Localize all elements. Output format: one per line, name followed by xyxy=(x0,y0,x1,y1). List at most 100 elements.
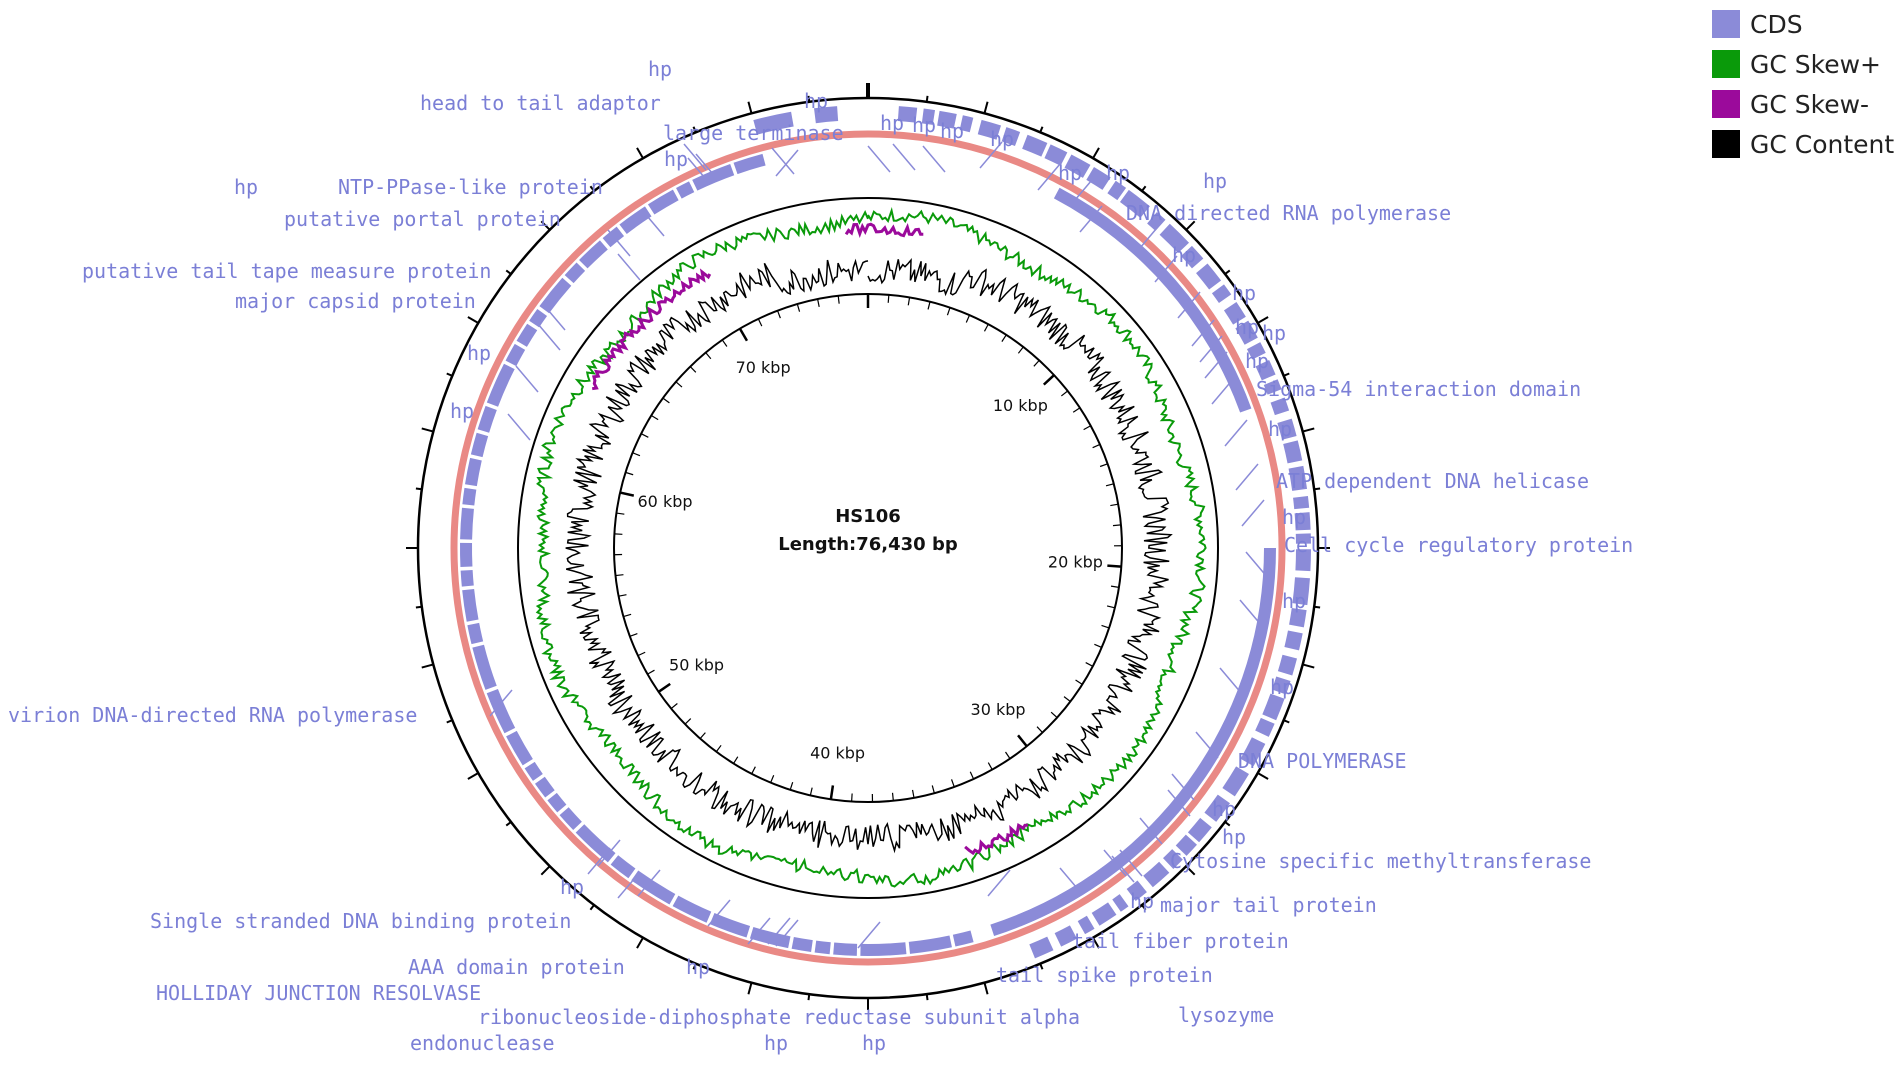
inner-tick xyxy=(928,302,930,310)
outer-tick xyxy=(422,664,434,667)
inner-tick xyxy=(1111,586,1119,587)
inner-tick xyxy=(831,785,833,799)
legend-swatch-gc-content xyxy=(1712,130,1740,158)
cds-forward xyxy=(1278,655,1297,676)
legend-swatch-cds xyxy=(1712,10,1740,38)
cds-reverse xyxy=(462,589,478,622)
gene-label: hp xyxy=(1268,417,1292,441)
inner-tick xyxy=(1037,727,1042,733)
outer-tick xyxy=(927,96,928,102)
inner-tick xyxy=(620,493,634,496)
gene-leader-line xyxy=(988,870,1010,896)
gene-label: hp xyxy=(560,875,584,899)
inner-tick xyxy=(1076,680,1083,684)
outer-tick xyxy=(1093,148,1099,158)
genome-length: Length:76,430 bp xyxy=(778,534,958,555)
gene-label: putative portal protein xyxy=(284,207,561,231)
gene-label: hp xyxy=(1203,169,1227,193)
inner-tick xyxy=(734,757,738,764)
inner-tick xyxy=(1018,347,1023,353)
outer-tick xyxy=(1142,186,1146,191)
inner-tick xyxy=(651,415,658,419)
inner-tick xyxy=(758,319,761,326)
cds-forward xyxy=(1092,902,1117,925)
inner-tick xyxy=(838,296,839,304)
inner-tick xyxy=(1107,566,1121,567)
gene-label: virion DNA-directed RNA polymerase xyxy=(8,703,417,727)
gene-label: hp xyxy=(1212,797,1236,821)
gene-label: major tail protein xyxy=(1160,893,1377,917)
inner-tick xyxy=(1018,735,1027,746)
kbp-tick-label: 40 kbp xyxy=(810,743,865,762)
inner-tick xyxy=(1106,484,1114,486)
inner-tick xyxy=(1107,606,1115,608)
gene-leader-line xyxy=(772,148,794,174)
legend-label-gc-content: GC Content xyxy=(1750,130,1894,159)
outer-tick xyxy=(1303,664,1315,667)
inner-tick xyxy=(648,670,655,674)
gene-label: hp xyxy=(1172,243,1196,267)
inner-tick xyxy=(888,295,889,303)
kbp-tick-label: 70 kbp xyxy=(736,358,791,377)
legend-swatch-gc-skew-minus xyxy=(1712,90,1740,118)
cds-reverse xyxy=(792,937,813,952)
inner-tick xyxy=(633,453,640,456)
outer-tick xyxy=(1040,127,1042,133)
gene-label: hp xyxy=(1282,589,1306,613)
inner-tick xyxy=(626,472,634,474)
inner-tick xyxy=(970,772,973,779)
cds-reverse xyxy=(465,458,482,486)
gc-skew-minus-trace xyxy=(846,224,923,235)
gene-leader-line xyxy=(1236,464,1258,490)
inner-tick xyxy=(1064,697,1070,702)
inner-tick xyxy=(952,779,955,787)
kbp-tick-label: 20 kbp xyxy=(1048,553,1103,572)
gene-label: hp xyxy=(1235,315,1259,339)
inner-tick xyxy=(722,340,727,347)
inner-tick xyxy=(623,614,631,616)
inner-tick xyxy=(988,763,992,770)
cds-forward xyxy=(1022,135,1047,157)
gene-label: DNA directed RNA polymerase xyxy=(1126,201,1451,225)
gene-label: ATP dependent DNA helicase xyxy=(1276,469,1589,493)
inner-tick xyxy=(810,788,812,796)
kbp-tick-label: 10 kbp xyxy=(993,396,1048,415)
outer-tick xyxy=(1314,607,1320,608)
inner-tick xyxy=(1002,335,1006,342)
inner-tick xyxy=(790,782,792,790)
inner-tick xyxy=(690,367,696,373)
inner-tick xyxy=(685,719,691,725)
inner-tick xyxy=(752,767,756,774)
cds-reverse xyxy=(461,570,474,587)
inner-tick xyxy=(1100,464,1108,467)
genome-name: HS106 xyxy=(835,506,901,527)
inner-tick xyxy=(706,353,711,359)
cds-reverse xyxy=(990,851,1130,936)
inner-tick xyxy=(778,311,781,318)
gene-label: Single stranded DNA binding protein xyxy=(150,909,571,933)
outer-tick xyxy=(447,373,453,375)
cds-forward xyxy=(1284,630,1302,650)
legend-label-cds: CDS xyxy=(1750,10,1803,39)
kbp-tick-label: 60 kbp xyxy=(638,492,693,511)
cds-forward xyxy=(1143,862,1169,888)
cds-reverse xyxy=(833,943,857,956)
legend-item-gc-skew-minus: GC Skew- xyxy=(1712,84,1894,124)
gene-label: tail fiber protein xyxy=(1072,929,1289,953)
gene-leader-line xyxy=(1242,500,1264,526)
gene-label: ribonucleoside-diphosphate reductase sub… xyxy=(478,1005,1080,1029)
gene-label: HOLLIDAY JUNCTION RESOLVASE xyxy=(156,981,481,1005)
gene-label: hp xyxy=(862,1031,886,1055)
inner-tick xyxy=(700,733,705,739)
gene-leader-line xyxy=(508,414,530,440)
inner-tick xyxy=(1073,408,1080,412)
inner-tick xyxy=(984,324,988,331)
outer-tick xyxy=(416,488,422,489)
gene-label: hp xyxy=(940,119,964,143)
inner-tick xyxy=(852,793,853,801)
gene-leader-line xyxy=(776,150,798,176)
inner-tick xyxy=(1110,504,1118,505)
inner-tick xyxy=(1093,444,1100,447)
outer-tick xyxy=(637,148,643,158)
